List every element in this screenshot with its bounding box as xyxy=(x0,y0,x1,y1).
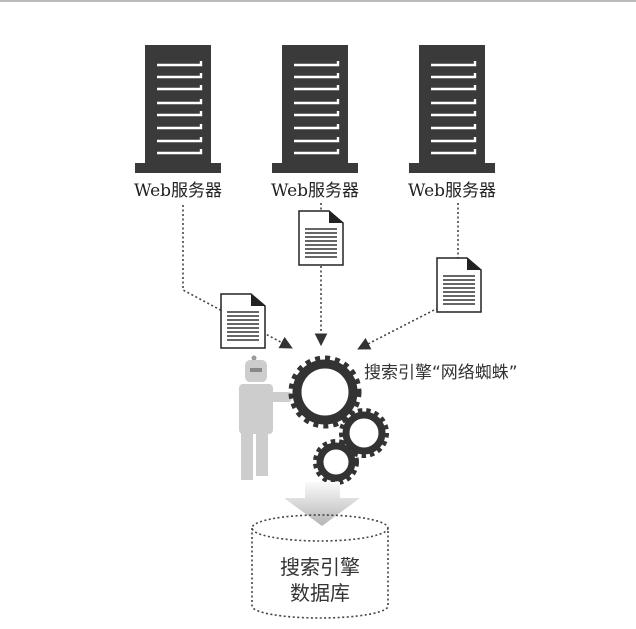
server-label-3: Web服务器 xyxy=(408,181,496,201)
web-server-2 xyxy=(270,43,360,175)
document-icon xyxy=(220,293,266,349)
document-icon xyxy=(436,257,482,313)
database-label-line2: 数据库 xyxy=(290,581,350,605)
spider-label: 搜索引擎“网络蜘蛛” xyxy=(364,363,518,383)
database-label-line1: 搜索引擎 xyxy=(280,555,360,579)
database-icon xyxy=(251,514,389,619)
crawl-arrow-3 xyxy=(360,203,459,348)
server-label-1: Web服务器 xyxy=(134,181,222,201)
web-server-1 xyxy=(133,43,223,175)
robot-icon xyxy=(239,355,292,480)
web-server-3 xyxy=(407,43,497,175)
document-icon xyxy=(298,210,344,266)
down-arrow-icon xyxy=(284,482,360,526)
top-border xyxy=(0,0,636,2)
server-label-2: Web服务器 xyxy=(271,181,359,201)
crawl-arrow-1 xyxy=(182,205,293,349)
server-icon xyxy=(407,43,497,175)
server-icon xyxy=(270,43,360,175)
server-icon xyxy=(133,43,223,175)
gears-icon xyxy=(288,355,389,485)
